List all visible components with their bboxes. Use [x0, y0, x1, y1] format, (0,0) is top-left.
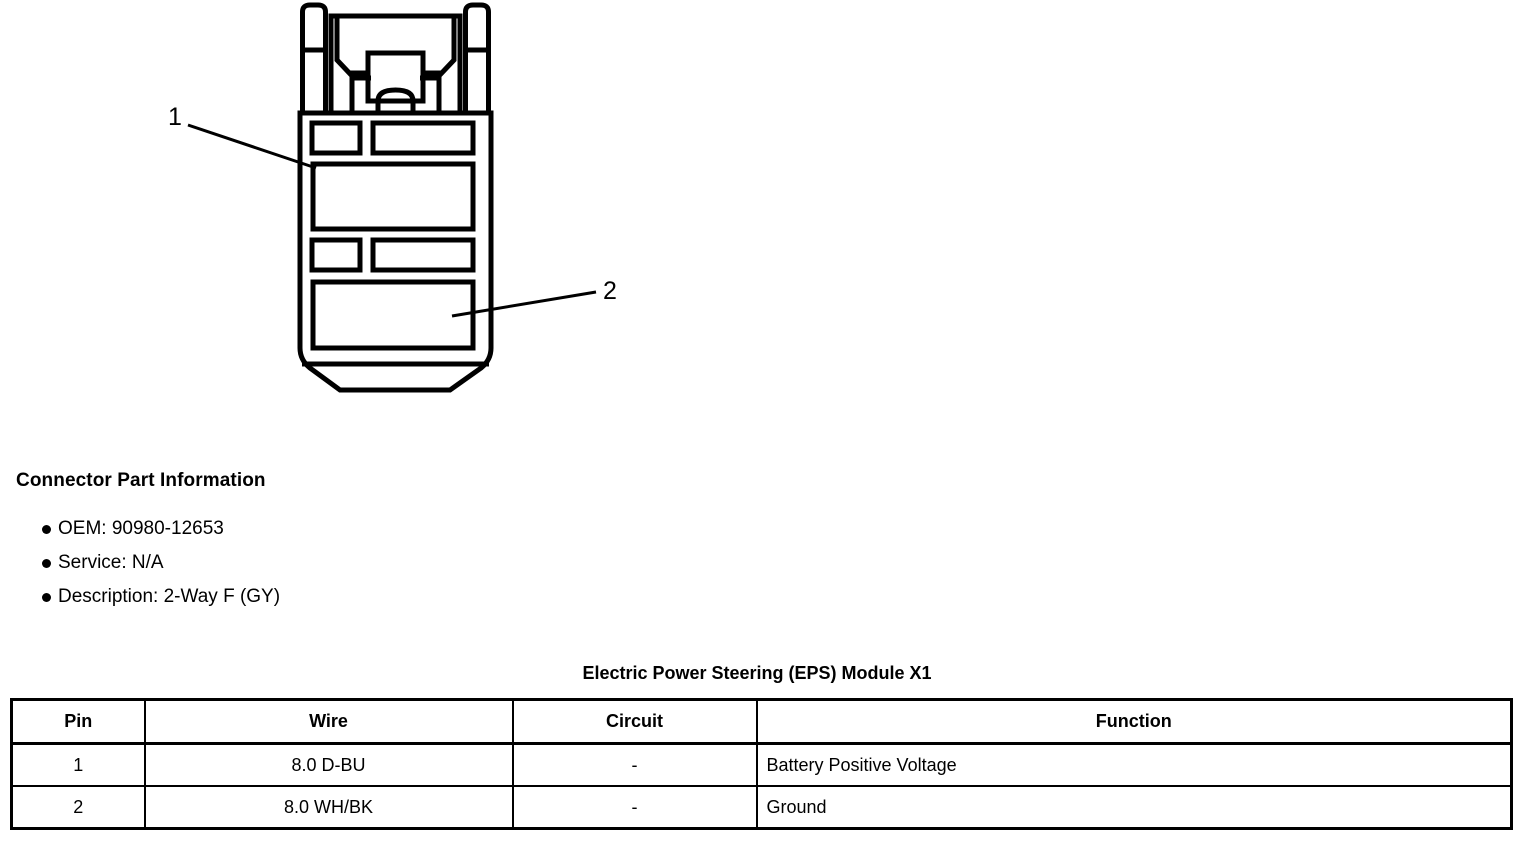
connector-illustration: [187, 2, 597, 393]
part-info-item-text: Description: 2-Way F (GY): [58, 586, 281, 607]
connector-outline-group: [297, 2, 494, 393]
pinout-table-title: Electric Power Steering (EPS) Module X1: [582, 663, 932, 683]
cell-circuit: -: [511, 743, 758, 786]
callout-label-2: 2: [603, 277, 617, 305]
cell-circuit: -: [511, 785, 758, 829]
part-info-item-text: OEM: 90980-12653: [58, 518, 224, 539]
part-info-item-oem: OEM: 90980-12653: [16, 512, 716, 546]
cavity-pin-1: [310, 161, 476, 232]
center-latch-shell-inner-left: [334, 18, 371, 81]
bullet-icon: [42, 559, 51, 568]
cell-function: Battery Positive Voltage: [755, 743, 1513, 786]
right-latch-tab: [463, 2, 491, 113]
bullet-icon: [42, 525, 51, 534]
left-latch-tab: [300, 2, 328, 113]
cell-pin: 1: [10, 743, 146, 786]
connector-part-information-section: Connector Part Information OEM: 90980-12…: [16, 470, 716, 614]
table-row: 1 8.0 D-BU - Battery Positive Voltage: [10, 743, 1513, 786]
pinout-section: Electric Power Steering (EPS) Module X1 …: [10, 663, 1513, 830]
center-latch-shell-inner-right: [420, 18, 457, 81]
part-info-list: OEM: 90980-12653 Service: N/A Descriptio…: [16, 512, 716, 614]
column-header-circuit: Circuit: [511, 699, 758, 745]
connector-body: [297, 110, 494, 393]
connector-diagram: 1 2: [140, 0, 640, 420]
cavity-upper-small-right: [370, 120, 476, 156]
part-info-heading: Connector Part Information: [16, 470, 266, 491]
cell-pin: 2: [10, 785, 146, 829]
part-info-item-service: Service: N/A: [16, 546, 716, 580]
bullet-icon: [42, 593, 51, 602]
callout-leader-1: [187, 123, 317, 170]
callout-label-1: 1: [168, 103, 182, 131]
center-latch-slot: [365, 79, 426, 104]
table-row: 2 8.0 WH/BK - Ground: [10, 785, 1513, 829]
cavity-lower-small-right: [370, 237, 476, 273]
cell-function: Ground: [755, 785, 1513, 829]
part-info-item-text: Service: N/A: [58, 552, 164, 573]
callout-leader-2: [451, 290, 597, 318]
table-header-row: Pin Wire Circuit Function: [10, 699, 1513, 745]
center-latch-shell: [328, 13, 463, 113]
cell-wire: 8.0 WH/BK: [143, 785, 514, 829]
center-latch-block: [349, 50, 442, 113]
cavity-lower-small-left: [309, 237, 363, 273]
cell-wire: 8.0 D-BU: [143, 743, 514, 786]
cavity-upper-small-left: [309, 120, 363, 156]
part-info-item-description: Description: 2-Way F (GY): [16, 580, 716, 614]
pinout-table: Pin Wire Circuit Function 1 8.0 D-BU - B…: [10, 698, 1513, 830]
center-latch-arch: [375, 87, 416, 113]
column-header-wire: Wire: [143, 699, 514, 745]
column-header-pin: Pin: [10, 699, 146, 745]
cavity-pin-2: [310, 279, 476, 351]
column-header-function: Function: [755, 699, 1513, 745]
